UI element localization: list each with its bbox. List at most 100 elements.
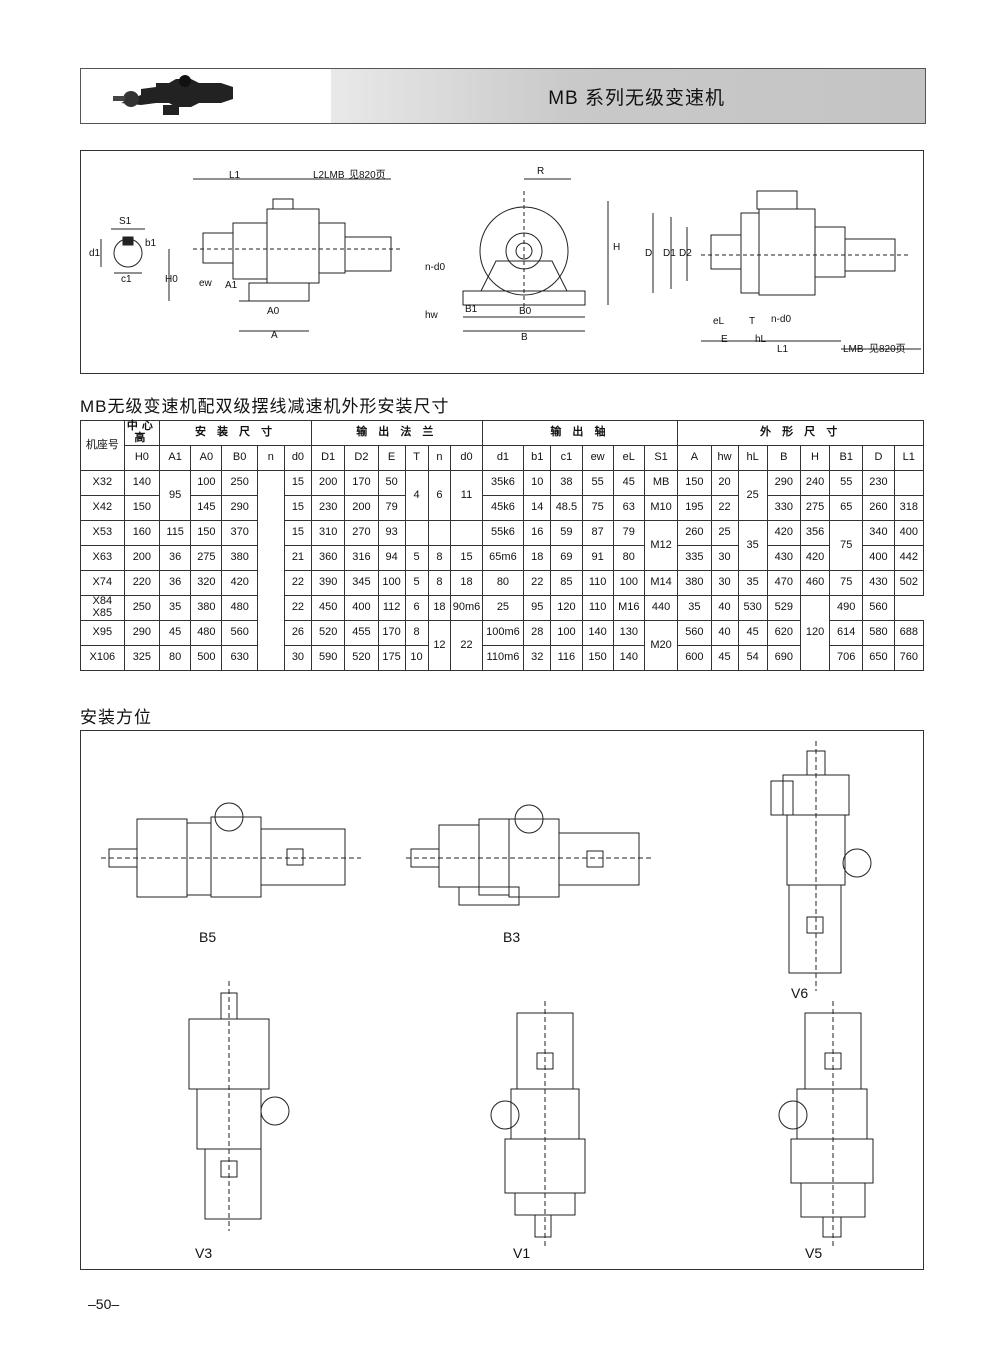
table-cell: 63: [612, 495, 645, 521]
column-header: A1: [159, 445, 192, 471]
table-cell: 15: [450, 545, 483, 571]
table-cell: 529: [766, 595, 801, 621]
table-cell: M10: [643, 495, 679, 521]
cell-model: X53: [80, 520, 125, 546]
table-cell: 65: [829, 495, 864, 521]
table-cell: 45k6: [481, 495, 525, 521]
label-c1: c1: [121, 274, 132, 285]
table-cell: 130: [612, 620, 645, 646]
table-cell: 600: [677, 645, 712, 671]
table-cell: 32: [523, 645, 552, 671]
mount-v1-drawing: [490, 1001, 586, 1247]
table-header-row: 机座号中心高安 装 尺 寸输 出 法 兰输 出 轴外 形 尺 寸: [80, 420, 924, 471]
table-cell: 100: [612, 570, 645, 596]
table-cell: 100m6: [481, 620, 525, 646]
table-cell: 115: [159, 520, 192, 546]
cell-model: X74: [80, 570, 125, 596]
label-D: D: [645, 248, 653, 259]
page-title: MB 系列无级变速机: [548, 88, 725, 109]
table-cell: 140: [612, 645, 645, 671]
column-header: T: [404, 445, 429, 471]
header-stripe: [331, 69, 925, 123]
table-cell: 75: [829, 570, 864, 596]
page-number: –50–: [88, 1296, 120, 1312]
table-cell: 110: [581, 570, 614, 596]
table-cell: 420: [799, 545, 831, 571]
table-cell: 110m6: [481, 645, 525, 671]
header-logo-area: [81, 69, 431, 123]
table-cell: 120: [550, 595, 583, 621]
table-cell: 335: [677, 545, 712, 571]
table-cell: 87: [581, 520, 614, 546]
table-cell: 325: [123, 645, 161, 671]
table-cell: 455: [344, 620, 379, 646]
label-R: R: [537, 166, 545, 177]
table-cell: 400: [893, 520, 925, 546]
table-cell: 760: [893, 645, 925, 671]
table-cell: 442: [893, 545, 925, 571]
header-shaft: 输 出 轴: [481, 420, 679, 446]
label-A0: A0: [267, 306, 280, 317]
label-T: T: [749, 316, 756, 327]
label-ew: ew: [199, 278, 212, 289]
label-B: B: [521, 332, 528, 343]
side-view-drawing: [168, 178, 401, 332]
table-cell: 54: [737, 645, 768, 671]
table-cell: 140: [123, 470, 161, 496]
mount-b5-drawing: [101, 802, 361, 898]
table-cell: 330: [766, 495, 801, 521]
flange-view-drawing: [652, 190, 921, 350]
table-cell: 22: [523, 570, 552, 596]
column-header: D2: [344, 445, 379, 471]
table-cell: 380: [190, 595, 223, 621]
cell-model: X32: [80, 470, 125, 496]
label-E: E: [721, 334, 728, 345]
table-cell: 290: [766, 470, 801, 496]
table-cell: 200: [310, 470, 346, 496]
table-cell: 160: [123, 520, 161, 546]
column-header: B: [766, 445, 801, 471]
table-cell: 80: [612, 545, 645, 571]
table-cell: 420: [766, 520, 801, 546]
table-cell: 480: [221, 595, 258, 621]
column-header: A0: [190, 445, 223, 471]
table-cell: 36: [159, 570, 192, 596]
header-outline: 外 形 尺 寸: [677, 420, 924, 446]
label-d1: d1: [89, 248, 101, 259]
table-cell: 440: [643, 595, 679, 621]
label-D2: D2: [679, 248, 692, 259]
table-cell: 35k6: [481, 470, 525, 496]
table-cell: 30: [283, 645, 313, 671]
table-cell: 688: [893, 620, 925, 646]
table-cell: 38: [550, 470, 583, 496]
label-B1-left: B1: [465, 304, 478, 315]
table-cell: 430: [766, 545, 801, 571]
mount-v6-drawing: [770, 741, 872, 991]
table-cell: 614: [829, 620, 864, 646]
table-cell: M12: [643, 520, 679, 571]
column-header: L1: [893, 445, 925, 471]
table-cell: 150: [677, 470, 712, 496]
table-cell: 690: [766, 645, 801, 671]
table-cell: 520: [310, 620, 346, 646]
table-cell: 310: [310, 520, 346, 546]
column-header: b1: [523, 445, 552, 471]
column-header: A: [677, 445, 712, 471]
label-n-d0-front: n-d0: [425, 262, 446, 273]
shaft-section-drawing: [100, 228, 145, 274]
table-cell: 6: [427, 470, 452, 521]
table-cell: 94: [377, 545, 406, 571]
table-cell: 200: [123, 545, 161, 571]
label-L1-flange: L1: [777, 344, 789, 355]
table-cell: 91: [581, 545, 614, 571]
mount-label-v3: V3: [195, 1245, 213, 1261]
table-cell: 25: [737, 470, 768, 521]
table-cell: 502: [893, 570, 925, 596]
table-cell: 40: [710, 595, 739, 621]
table-cell: 15: [283, 495, 313, 521]
table-cell: 95: [523, 595, 552, 621]
table-cell: 170: [377, 620, 406, 646]
table-cell: 400: [862, 545, 895, 571]
table-cell: 500: [190, 645, 223, 671]
